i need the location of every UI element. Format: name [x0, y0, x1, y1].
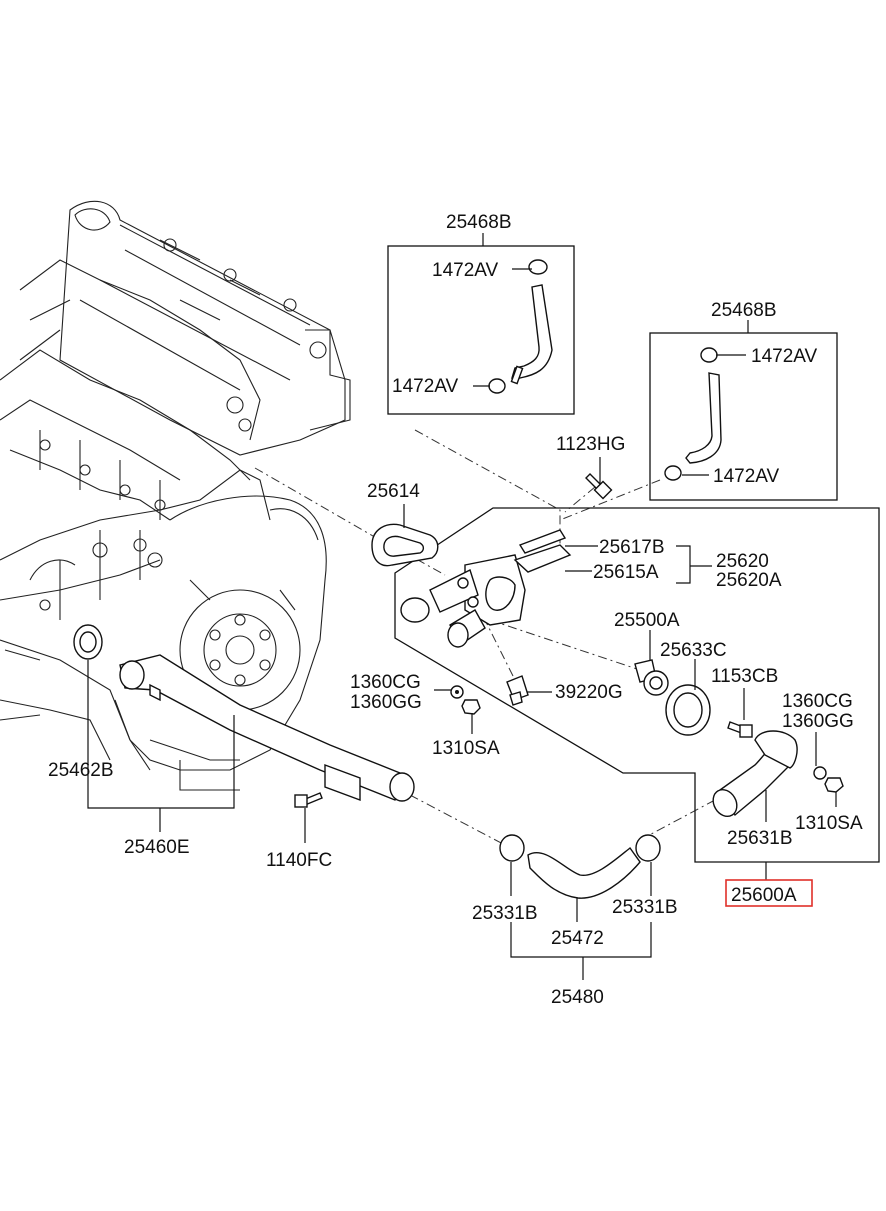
outlet-25631B [712, 730, 798, 818]
label-25620: 25620 [716, 551, 769, 572]
label-25331B-right: 25331B [612, 897, 678, 918]
hose-25468B-top [488, 259, 553, 394]
label-1153CB: 1153CB [711, 666, 778, 687]
label-1140FC: 1140FC [266, 850, 332, 871]
label-1472AV-d: 1472AV [713, 466, 780, 487]
seal-25462B [73, 624, 103, 660]
label-1472AV-b: 1472AV [392, 376, 459, 397]
label-25500A: 25500A [614, 610, 680, 631]
label-25462B: 25462B [48, 760, 114, 781]
box-25600A [394, 507, 880, 863]
hose-25468B-right [664, 347, 722, 481]
leader-lines [254, 429, 716, 846]
label-25631B: 25631B [727, 828, 793, 849]
label-25468B-right: 25468B [711, 300, 777, 321]
label-1310SA-right: 1310SA [795, 813, 863, 834]
gasket-25633C [665, 684, 711, 736]
label-25331B-left: 25331B [472, 903, 538, 924]
callout-lines [87, 233, 837, 980]
label-25460E: 25460E [124, 837, 190, 858]
washer-nut-right [813, 766, 844, 793]
bolt-1123HG [585, 473, 613, 500]
highlight-box-25600A [725, 879, 813, 907]
sensor-39220G [506, 675, 529, 706]
washer-nut-left [450, 685, 481, 715]
label-25614: 25614 [367, 481, 420, 502]
bolt-1140FC [294, 792, 323, 808]
gasket-25614 [371, 523, 439, 567]
label-1472AV-a: 1472AV [432, 260, 499, 281]
hose-25472 [499, 834, 661, 899]
label-25633C: 25633C [660, 640, 727, 661]
label-1123HG: 1123HG [556, 434, 625, 455]
box-25468B-top [387, 245, 575, 415]
label-25468B-top: 25468B [446, 212, 512, 233]
pipe-25460E [119, 654, 415, 802]
thermostat-25500A [634, 659, 669, 696]
label-1360CG-right: 1360CG [782, 691, 853, 712]
label-25472: 25472 [551, 928, 604, 949]
label-25600A: 25600A [731, 885, 797, 906]
label-1310SA-left: 1310SA [432, 738, 500, 759]
engine-block-illustration [0, 200, 351, 791]
box-25468B-right [649, 332, 838, 501]
label-25620A: 25620A [716, 570, 782, 591]
label-1360GG-right: 1360GG [782, 711, 854, 732]
group-boxes [387, 245, 880, 863]
part-labels: 25468B 1472AV 1472AV 25468B 1472AV 1472A… [48, 212, 863, 1008]
label-25615A: 25615A [593, 562, 659, 583]
label-39220G: 39220G [555, 682, 623, 703]
bolt-1153CB [727, 721, 753, 738]
label-1360CG-left: 1360CG [350, 672, 421, 693]
label-1360GG-left: 1360GG [350, 692, 422, 713]
thermostat-housing-assembly [400, 529, 572, 648]
label-1472AV-c: 1472AV [751, 346, 818, 367]
label-25617B: 25617B [599, 537, 665, 558]
label-25480: 25480 [551, 987, 604, 1008]
